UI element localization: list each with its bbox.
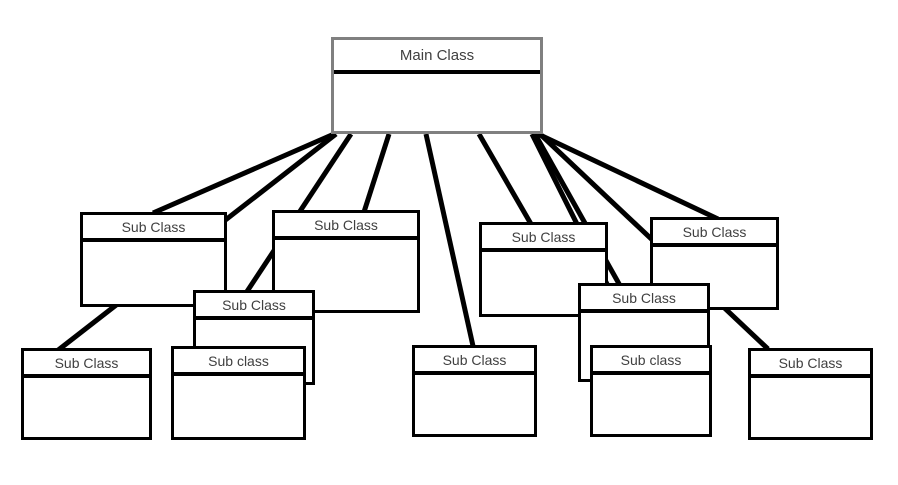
class-node-title: Sub Class [24, 351, 149, 378]
class-node-sub-6[interactable]: Sub Class [412, 345, 537, 437]
class-node-title: Sub Class [653, 220, 776, 247]
class-node-title: Sub Class [196, 293, 312, 320]
class-node-main-class[interactable]: Main Class [331, 37, 543, 134]
class-node-body [24, 378, 149, 437]
connector-edge-4 [361, 133, 392, 213]
class-node-body [334, 74, 540, 131]
class-node-title: Sub Class [581, 286, 707, 313]
connector-edge-1 [151, 131, 336, 216]
connector-edge-9 [536, 131, 720, 222]
class-node-title: Sub Class [482, 225, 605, 252]
class-node-sub-4[interactable]: Sub Class [21, 348, 152, 440]
class-node-sub-11[interactable]: Sub Class [748, 348, 873, 440]
class-node-sub-10[interactable]: Sub class [590, 345, 712, 437]
class-node-body [415, 375, 534, 434]
class-node-sub-5[interactable]: Sub class [171, 346, 306, 440]
class-node-title: Sub class [593, 348, 709, 375]
class-node-title: Main Class [334, 40, 540, 74]
connector-edge-5 [423, 133, 476, 347]
class-node-title: Sub Class [751, 351, 870, 378]
class-node-title: Sub Class [415, 348, 534, 375]
connector-edge-6 [476, 132, 534, 226]
class-node-body [593, 375, 709, 434]
class-node-title: Sub Class [83, 215, 224, 242]
class-node-title: Sub Class [275, 213, 417, 240]
class-node-body [174, 376, 303, 437]
class-node-title: Sub class [174, 349, 303, 376]
class-node-body [751, 378, 870, 437]
